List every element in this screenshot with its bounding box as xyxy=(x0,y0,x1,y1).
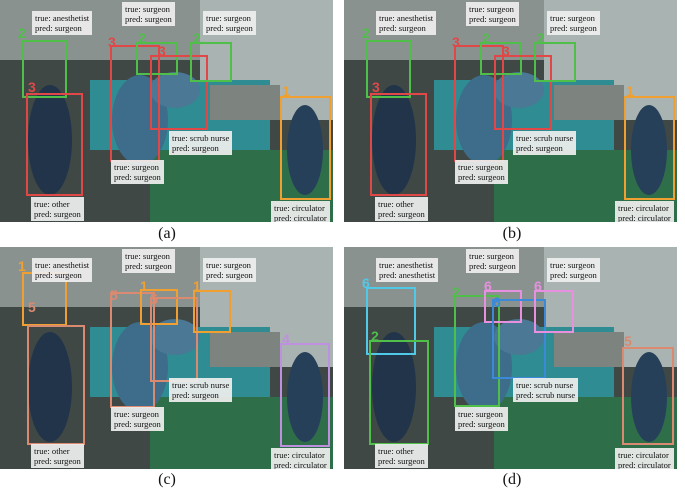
id-number: 5 xyxy=(624,333,632,349)
caption-c: (c) xyxy=(158,471,176,488)
bbox-circulator xyxy=(622,347,674,445)
id-number: 2 xyxy=(371,328,379,344)
bbox-surgeon-2 xyxy=(136,42,178,75)
bbox-other xyxy=(26,93,83,196)
id-number: 2 xyxy=(18,25,26,41)
id-number: 6 xyxy=(362,275,370,291)
id-number: 2 xyxy=(482,30,490,46)
bbox-other xyxy=(370,93,427,196)
bbox-surgeon-2 xyxy=(484,290,522,323)
bbox-surgeon-3 xyxy=(190,42,232,82)
id-number: 3 xyxy=(158,43,166,59)
id-number: 3 xyxy=(372,79,380,95)
id-number: 3 xyxy=(108,34,116,50)
id-number: 5 xyxy=(150,291,158,307)
caption-a: (a) xyxy=(158,225,176,242)
bbox-circulator xyxy=(280,343,330,447)
id-number: 6 xyxy=(484,278,492,294)
bbox-other xyxy=(369,340,429,445)
id-number: 2 xyxy=(537,30,545,46)
bbox-circulator xyxy=(624,96,675,200)
id-number: 2 xyxy=(138,30,146,46)
bbox-scrub-nurse xyxy=(150,55,208,130)
caption-d: (d) xyxy=(502,471,522,488)
id-number: 5 xyxy=(28,299,36,315)
bbox-anesthetist xyxy=(366,287,416,355)
id-number: 2 xyxy=(193,30,201,46)
id-number: 1 xyxy=(193,278,201,294)
bbox-surgeon-2 xyxy=(480,42,522,75)
bbox-surgeon-1 xyxy=(454,295,500,407)
id-number: 3 xyxy=(502,43,510,59)
caption-b: (b) xyxy=(502,225,522,242)
bbox-anesthetist xyxy=(366,40,411,98)
id-number: 1 xyxy=(140,278,148,294)
bbox-surgeon-3 xyxy=(534,42,576,82)
id-number: 1 xyxy=(282,83,290,99)
id-number: 3 xyxy=(28,79,36,95)
bbox-scrub-nurse xyxy=(494,55,552,130)
id-number: 1 xyxy=(18,258,26,274)
id-number: 2 xyxy=(362,25,370,41)
bbox-anesthetist xyxy=(22,40,67,98)
id-number: 2 xyxy=(452,284,460,300)
id-number: 6 xyxy=(493,294,501,310)
id-number: 6 xyxy=(534,278,542,294)
operating-room-scene xyxy=(0,0,333,222)
id-number: 4 xyxy=(282,331,290,347)
id-number: 3 xyxy=(452,34,460,50)
bbox-circulator xyxy=(280,96,331,200)
id-number: 5 xyxy=(110,287,118,303)
bbox-surgeon-3 xyxy=(193,290,231,333)
bbox-other xyxy=(27,325,85,445)
id-number: 1 xyxy=(626,83,634,99)
bbox-scrub-nurse xyxy=(150,297,198,382)
bbox-surgeon-3 xyxy=(534,290,574,333)
bbox-surgeon-2 xyxy=(140,289,178,325)
